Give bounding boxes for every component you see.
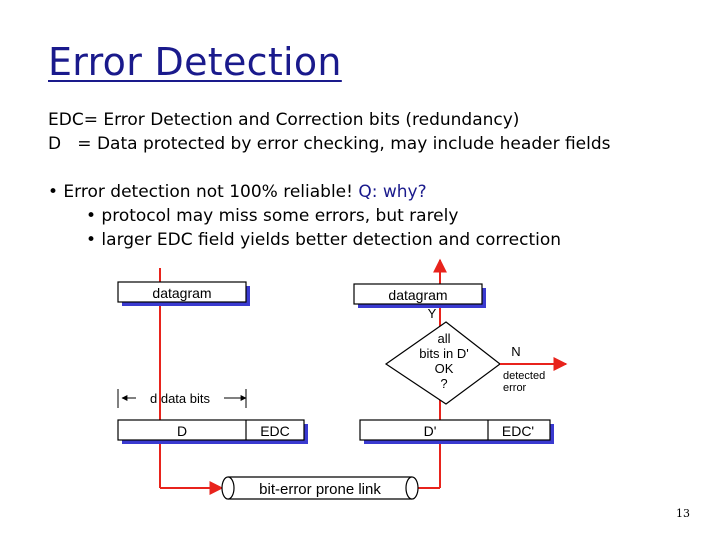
- bullet-reliability-text: • Error detection not 100% reliable!: [48, 182, 353, 202]
- receiver-edc-label: EDC': [502, 423, 534, 439]
- decision-line-3: OK: [435, 361, 454, 376]
- decision-no-label: N: [511, 344, 520, 359]
- link-label: bit-error prone link: [259, 481, 381, 498]
- sub-bullet-miss-errors: • protocol may miss some errors, but rar…: [86, 206, 459, 226]
- slide-title: Error Detection: [48, 40, 342, 84]
- bullet-reliability: • Error detection not 100% reliable! Q: …: [48, 180, 561, 204]
- bullet-list: • Error detection not 100% reliable! Q: …: [48, 180, 561, 252]
- width-label: d data bits: [150, 391, 210, 406]
- definitions: EDC= Error Detection and Correction bits…: [48, 108, 611, 156]
- sub-bullet-larger-edc: • larger EDC field yields better detecti…: [86, 230, 562, 250]
- error-prone-link: bit-error prone link: [221, 476, 419, 500]
- sender-edc-label: EDC: [260, 423, 290, 439]
- sender-frame-box: D EDC: [117, 419, 308, 444]
- receiver-datagram-box: datagram: [353, 283, 486, 308]
- width-indicator: d data bits: [117, 389, 247, 408]
- decision-yes-label: Y: [428, 306, 437, 321]
- detected-error-line-2: error: [503, 382, 527, 394]
- decision-diamond: all bits in D' OK ? Y N: [384, 306, 521, 405]
- receiver-d-label: D': [424, 423, 437, 439]
- bullet-question: Q: why?: [358, 182, 427, 202]
- receiver-datagram-label: datagram: [388, 287, 447, 303]
- decision-line-1: all: [437, 331, 450, 346]
- decision-line-2: bits in D': [419, 346, 468, 361]
- sender-d-label: D: [177, 423, 187, 439]
- receiver-frame-box: D' EDC': [359, 419, 554, 444]
- definition-edc: EDC= Error Detection and Correction bits…: [48, 110, 520, 130]
- decision-line-4: ?: [440, 376, 447, 391]
- definition-d: D = Data protected by error checking, ma…: [48, 134, 611, 154]
- sender-datagram-label: datagram: [152, 285, 211, 301]
- page-number: 13: [676, 507, 690, 520]
- detected-error-line-1: detected: [503, 370, 545, 382]
- sender-datagram-box: datagram: [117, 281, 250, 306]
